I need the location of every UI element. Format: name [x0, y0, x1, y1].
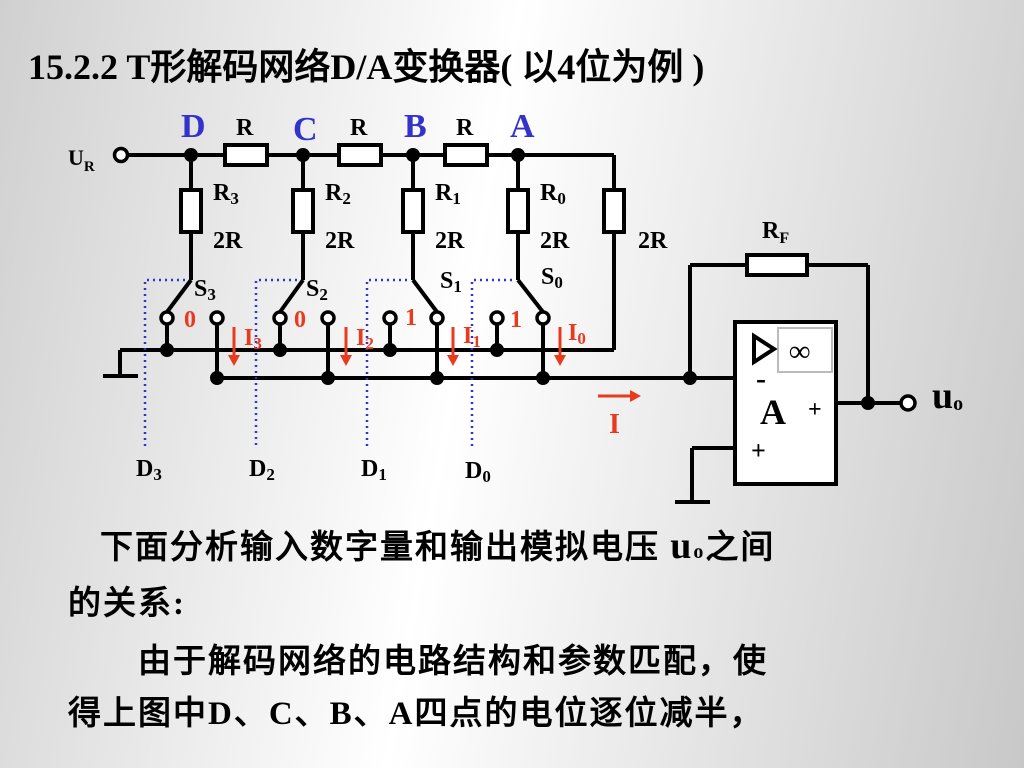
input-terminal: [112, 146, 130, 164]
shunt-resistor-r2: [291, 188, 315, 234]
opamp-triangle-icon: [752, 332, 778, 366]
shunt-resistor-value-r0: 2R: [540, 228, 570, 254]
paragraph-var: u: [670, 525, 694, 567]
paragraph-relation: 下面分析输入数字量和输出模拟电压 uo之间 的关系:: [68, 520, 998, 630]
paragraph-relation-text: 下面分析输入数字量和输出模拟电压: [100, 530, 671, 566]
opamp-gain: ∞: [789, 335, 810, 368]
opamp-minus-sign: -: [756, 362, 766, 395]
opamp-output-plus: +: [808, 397, 822, 423]
series-resistor-label: R: [350, 115, 368, 141]
current-label-i3: I3: [244, 325, 262, 353]
current-label-i1: I1: [463, 323, 481, 351]
terminal-resistor: [602, 188, 626, 234]
data-bit-d3: D3: [136, 456, 162, 484]
switch-state-s0: 1: [510, 307, 522, 333]
shunt-resistor-value-r3: 2R: [213, 228, 243, 254]
t-network-dac-circuit: UR D C B A R R R R3 2R R2 2R R1 2R R0 2R…: [68, 108, 963, 504]
feedback-resistor-label: RF: [762, 218, 789, 247]
node-label-a: A: [510, 108, 535, 145]
paragraph-var-sub: o: [693, 541, 706, 563]
shunt-resistor-label-r0: R0: [540, 180, 566, 208]
shunt-resistor-label-r1: R1: [435, 180, 461, 208]
opamp-gain-box: [777, 327, 833, 373]
switch-state-s1: 1: [405, 305, 417, 331]
current-arrows: [228, 327, 641, 402]
shunt-resistor-label-r2: R2: [325, 180, 351, 208]
input-label: UR: [68, 145, 95, 175]
junction-dots: [160, 148, 875, 410]
paragraph-relation-line2: 的关系:: [68, 586, 186, 622]
current-label-i0: I0: [568, 320, 586, 348]
opamp-input-plus: +: [751, 436, 766, 465]
terminal-resistor-label: 2R: [638, 228, 668, 254]
shunt-resistor-r1: [401, 188, 425, 234]
paragraph-relation-tail: 之间: [705, 530, 776, 566]
switch-state-s2: 0: [294, 307, 306, 333]
shunt-resistor-value-r2: 2R: [325, 228, 355, 254]
data-bit-d2: D2: [249, 456, 275, 484]
shunt-resistor-r3: [179, 188, 203, 234]
paragraph-explanation-line2: 得上图中D、C、B、A四点的电位逐位减半，: [68, 696, 765, 732]
series-resistor-ba: [443, 143, 489, 167]
output-terminal: [899, 394, 917, 412]
data-bit-d0: D0: [465, 458, 491, 486]
series-resistor-label: R: [456, 115, 474, 141]
current-label-i2: I2: [356, 325, 374, 353]
total-current-label: I: [609, 409, 620, 440]
output-label: uo: [932, 375, 963, 417]
paragraph-explanation-line1: 由于解码网络的电路结构和参数匹配，使: [138, 644, 768, 680]
opamp-label: A: [760, 392, 786, 432]
data-bit-d1: D1: [361, 456, 387, 484]
node-label-c: C: [293, 111, 318, 148]
circuit-resistors: [179, 143, 809, 277]
switch-state-s3: 0: [184, 307, 196, 333]
series-resistor-label: R: [236, 115, 254, 141]
node-label-b: B: [404, 108, 427, 145]
slide-title: 15.2.2 T形解码网络D/A变换器( 以4位为例 ): [28, 47, 705, 87]
feedback-resistor: [745, 253, 809, 277]
switch-label-s1: S1: [440, 268, 462, 296]
terminals: [112, 146, 917, 412]
paragraph-explanation: 由于解码网络的电路结构和参数匹配，使 得上图中D、C、B、A四点的电位逐位减半，: [68, 636, 998, 740]
switch-label-s2: S2: [306, 276, 328, 304]
switch-label-s0: S0: [541, 264, 563, 292]
series-resistor-cb: [337, 143, 383, 167]
shunt-resistor-label-r3: R3: [213, 180, 239, 208]
shunt-resistor-value-r1: 2R: [435, 228, 465, 254]
shunt-resistor-r0: [506, 188, 530, 234]
switch-control-lines: [143, 278, 512, 448]
series-resistor-dc: [223, 143, 269, 167]
switch-label-s3: S3: [194, 276, 216, 304]
node-label-d: D: [181, 108, 206, 145]
